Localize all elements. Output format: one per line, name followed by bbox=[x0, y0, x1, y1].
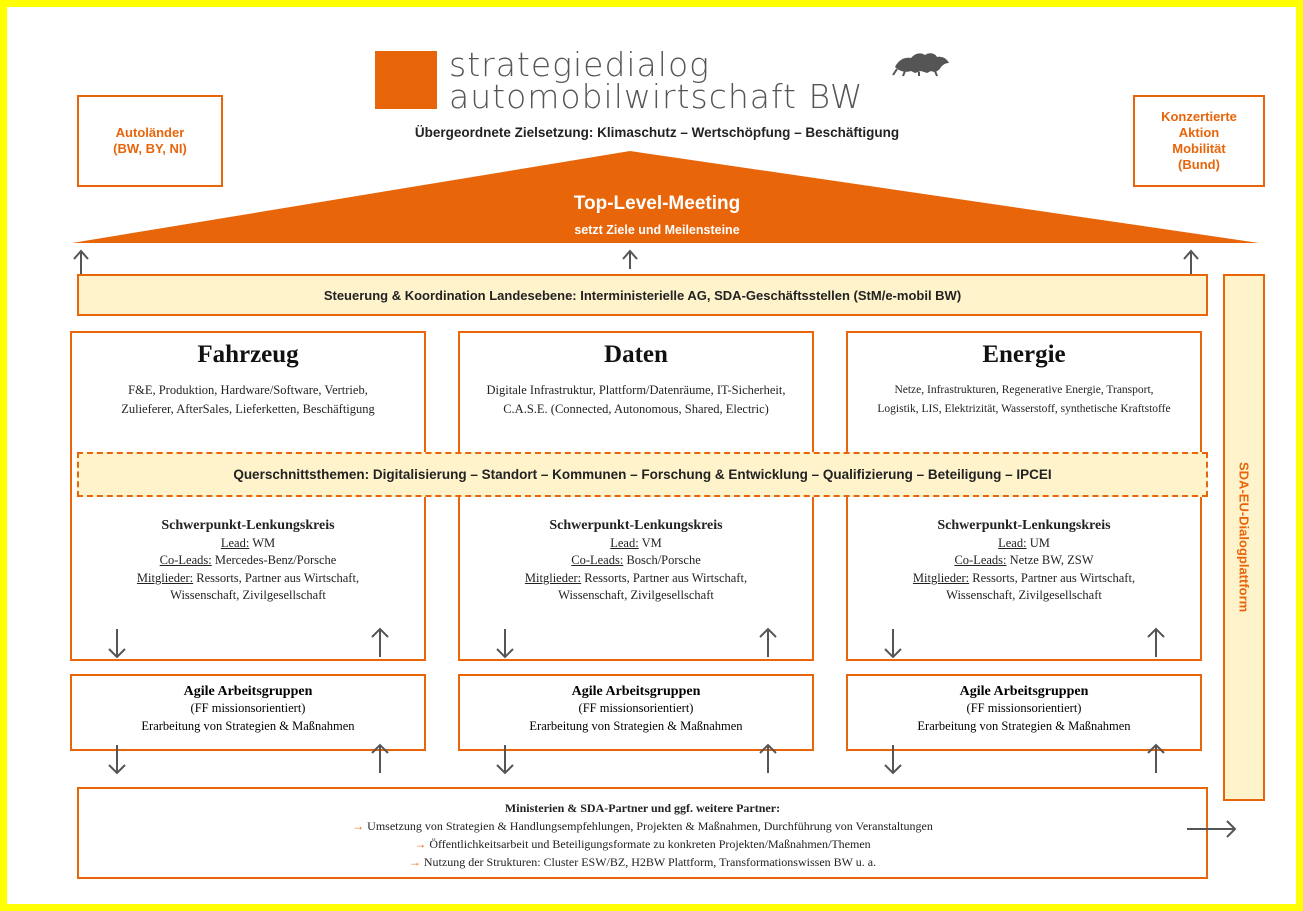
down-arrow-icon bbox=[496, 745, 514, 775]
mitglieder-value: Ressorts, Partner aus Wirtschaft, bbox=[581, 570, 748, 585]
mitglieder-value: Wissenschaft, Zivilgesellschaft bbox=[170, 588, 326, 602]
mitglieder-label: Mitglieder: bbox=[524, 570, 582, 585]
up-arrow-icon bbox=[759, 627, 777, 657]
pillar-desc: Digitale Infrastruktur, Plattform/Datenr… bbox=[486, 383, 786, 397]
agile-title: Agile Arbeitsgruppen bbox=[183, 684, 313, 699]
lion-icon bbox=[892, 53, 949, 77]
ministerien-line: Umsetzung von Strategien & Handlungsempf… bbox=[367, 819, 933, 833]
agile-subtitle: Erarbeitung von Strategien & Maßnahmen bbox=[141, 718, 355, 733]
pillar-title: Energie bbox=[982, 341, 1066, 368]
pillar-desc: Logistik, LIS, Elektrizität, Wasserstoff… bbox=[877, 403, 1171, 415]
eu-platform-label-wrap: SDA-EU-Dialogplattform bbox=[1223, 274, 1265, 801]
down-arrow-icon bbox=[496, 629, 514, 659]
lead-value: UM bbox=[1026, 535, 1050, 550]
mitglieder-value: Wissenschaft, Zivilgesellschaft bbox=[946, 588, 1102, 602]
lenkungskreis: Schwerpunkt-Lenkungskreis Lead: WM Co-Le… bbox=[70, 517, 426, 605]
steuerung-bar: Steuerung & Koordination Landesebene: In… bbox=[77, 274, 1208, 316]
roof-title: Top-Level-Meeting bbox=[573, 193, 741, 214]
up-arrow-icon bbox=[759, 743, 777, 773]
konzertierte-line: Aktion bbox=[1178, 125, 1220, 140]
agile-subtitle: (FF missionsorientiert) bbox=[578, 701, 694, 715]
querschnittsthemen-band: Querschnittsthemen: Digitalisierung – St… bbox=[77, 452, 1208, 497]
lk-title: Schwerpunkt-Lenkungskreis bbox=[549, 518, 723, 533]
autolaender-line: (BW, BY, NI) bbox=[113, 141, 187, 156]
right-arrow-icon bbox=[1187, 820, 1237, 838]
pillar-desc: Zulieferer, AfterSales, Lieferketten, Be… bbox=[121, 402, 375, 416]
roof-subtitle: setzt Ziele und Meilensteine bbox=[574, 223, 740, 237]
lead-value: VM bbox=[638, 535, 662, 550]
agile-subtitle: Erarbeitung von Strategien & Maßnahmen bbox=[917, 718, 1131, 733]
down-arrow-icon bbox=[884, 629, 902, 659]
autolaender-box: Autoländer(BW, BY, NI) bbox=[77, 95, 223, 187]
logo-line-1: strategiedialog bbox=[449, 45, 710, 84]
agile-title: Agile Arbeitsgruppen bbox=[959, 684, 1089, 699]
up-arrow-icon bbox=[371, 743, 389, 773]
lead-value: WM bbox=[249, 535, 276, 550]
down-arrow-icon bbox=[108, 745, 126, 775]
pillar-desc: C.A.S.E. (Connected, Autonomous, Shared,… bbox=[503, 402, 769, 416]
overall-goal-subtitle: Übergeordnete Zielsetzung: Klimaschutz –… bbox=[414, 125, 900, 140]
top-level-roof bbox=[72, 151, 1259, 243]
ministerien-title: Ministerien & SDA-Partner und ggf. weite… bbox=[504, 801, 781, 815]
down-arrow-icon bbox=[884, 745, 902, 775]
autolaender-line: Autoländer bbox=[115, 125, 185, 140]
pillar-desc: Netze, Infrastrukturen, Regenerative Ene… bbox=[894, 384, 1154, 396]
up-arrow-icon bbox=[1147, 627, 1165, 657]
colead-value: Bosch/Porsche bbox=[623, 553, 701, 567]
agile-title: Agile Arbeitsgruppen bbox=[571, 684, 701, 699]
mitglieder-value: Ressorts, Partner aus Wirtschaft, bbox=[969, 570, 1136, 585]
colead-label: Co-Leads: bbox=[159, 553, 212, 567]
ministerien-line: Öffentlichkeitsarbeit und Beteiligungsfo… bbox=[429, 837, 871, 851]
pillar-header: Daten Digitale Infrastruktur, Plattform/… bbox=[458, 341, 814, 419]
bullet-arrow-icon: → bbox=[408, 855, 421, 869]
colead-label: Co-Leads: bbox=[954, 553, 1007, 567]
agile-subtitle: Erarbeitung von Strategien & Maßnahmen bbox=[529, 718, 743, 733]
up-arrow-icon bbox=[371, 627, 389, 657]
lead-label: Lead: bbox=[998, 535, 1027, 550]
mitglieder-label: Mitglieder: bbox=[912, 570, 970, 585]
colead-value: Mercedes-Benz/Porsche bbox=[211, 553, 337, 567]
eu-platform-box bbox=[1223, 274, 1265, 801]
agile-box-fahrzeug: Agile Arbeitsgruppen (FF missionsorienti… bbox=[70, 674, 426, 751]
lenkungskreis: Schwerpunkt-Lenkungskreis Lead: VM Co-Le… bbox=[458, 517, 814, 605]
pillar-title: Daten bbox=[604, 341, 668, 368]
lead-label: Lead: bbox=[220, 535, 250, 550]
bullet-arrow-icon: → bbox=[352, 819, 365, 833]
pillar-desc: F&E, Produktion, Hardware/Software, Vert… bbox=[128, 383, 368, 397]
agile-subtitle: (FF missionsorientiert) bbox=[966, 701, 1082, 715]
colead-label: Co-Leads: bbox=[571, 553, 624, 567]
colead-value: Netze BW, ZSW bbox=[1006, 553, 1094, 567]
lk-title: Schwerpunkt-Lenkungskreis bbox=[937, 518, 1111, 533]
logo-square bbox=[375, 51, 437, 109]
ministerien-line: Nutzung der Strukturen: Cluster ESW/BZ, … bbox=[423, 855, 877, 869]
mitglieder-value: Wissenschaft, Zivilgesellschaft bbox=[558, 588, 714, 602]
down-arrow-icon bbox=[108, 629, 126, 659]
mitglieder-label: Mitglieder: bbox=[136, 570, 194, 585]
agile-box-energie: Agile Arbeitsgruppen (FF missionsorienti… bbox=[846, 674, 1202, 751]
mitglieder-value: Ressorts, Partner aus Wirtschaft, bbox=[193, 570, 360, 585]
lead-label: Lead: bbox=[610, 535, 639, 550]
pillar-header: Energie Netze, Infrastrukturen, Regenera… bbox=[846, 341, 1202, 419]
logo-line-2: automobilwirtschaft BW bbox=[449, 77, 864, 116]
konzertierte-aktion-box: Konzertierte Aktion Mobilität (Bund) bbox=[1133, 95, 1265, 187]
konzertierte-line: (Bund) bbox=[1178, 157, 1220, 172]
flow-arrows bbox=[108, 627, 1237, 838]
lk-title: Schwerpunkt-Lenkungskreis bbox=[161, 518, 335, 533]
lenkungskreis: Schwerpunkt-Lenkungskreis Lead: UM Co-Le… bbox=[846, 517, 1202, 605]
pillar-title: Fahrzeug bbox=[197, 341, 299, 368]
agile-subtitle: (FF missionsorientiert) bbox=[190, 701, 306, 715]
eu-platform-label: SDA-EU-Dialogplattform bbox=[1236, 462, 1252, 613]
bullet-arrow-icon: → bbox=[414, 837, 427, 851]
konzertierte-line: Konzertierte bbox=[1161, 109, 1237, 124]
agile-box-daten: Agile Arbeitsgruppen (FF missionsorienti… bbox=[458, 674, 814, 751]
up-arrow-icon bbox=[1147, 743, 1165, 773]
pillar-header: Fahrzeug F&E, Produktion, Hardware/Softw… bbox=[70, 341, 426, 419]
ministerien-box: Ministerien & SDA-Partner und ggf. weite… bbox=[77, 787, 1208, 879]
konzertierte-line: Mobilität bbox=[1172, 141, 1226, 156]
